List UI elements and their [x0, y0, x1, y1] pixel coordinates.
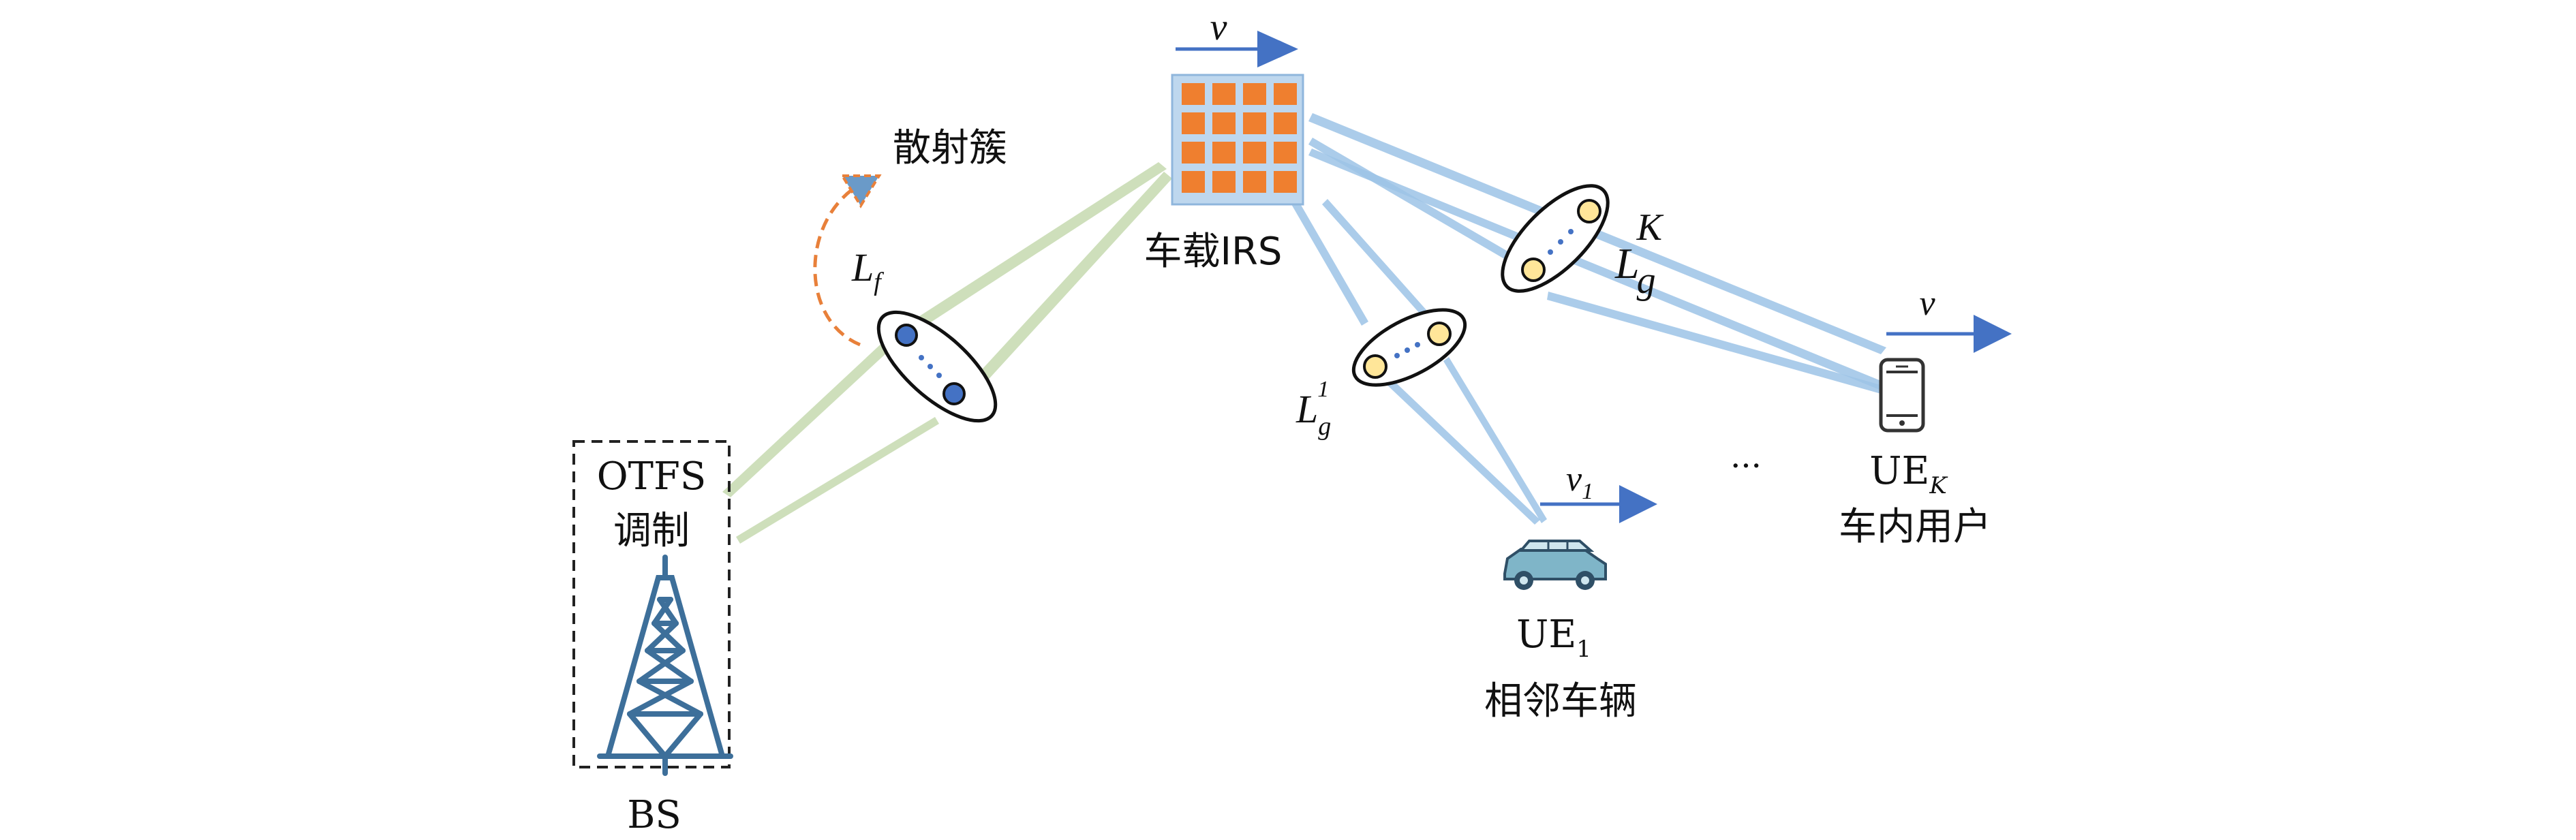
bs-module-label-line1: OTFS: [597, 454, 706, 499]
uek-description: 车内用户: [1839, 505, 1991, 549]
blue-beam-irs-uek-2: [1308, 149, 1888, 392]
green-beam-scatter-irs-upper: [913, 162, 1167, 328]
blue-beam-irs-cluster-1-a: [1291, 200, 1368, 326]
irs-velocity-arrowhead: [1257, 31, 1298, 67]
irs-label: 车载IRS: [1144, 230, 1283, 274]
car-icon: [1503, 540, 1607, 590]
lg1-label: Lg1: [1295, 377, 1331, 441]
ue1-description: 相邻车辆: [1484, 679, 1637, 724]
ue1-velocity-arrowhead: [1619, 485, 1657, 523]
irs-panel: [1171, 74, 1304, 206]
blue-beams: [1291, 113, 1888, 525]
irs-elements: [1182, 83, 1297, 193]
green-beam-bs-scatter-upper: [722, 320, 915, 497]
blue-beam-irs-cluster-1-b: [1322, 199, 1426, 315]
green-beam-scatter-irs-lower: [976, 172, 1172, 384]
green-beams: [722, 162, 1172, 544]
blue-beam-cluster-k-uek: [1547, 292, 1883, 394]
scatter-point-gk-2: [1521, 258, 1546, 282]
scatter-point-gk-1: [1577, 199, 1601, 223]
scatter-point-g1-2: [1427, 322, 1452, 346]
uek-label: UEK: [1869, 449, 1948, 499]
ue1-velocity-label: v1: [1566, 460, 1593, 504]
scatter-point-g1-1: [1363, 354, 1387, 379]
scatter-cluster-g1: [1351, 308, 1467, 387]
scatter-cluster-gk: [1501, 184, 1610, 293]
bs-module-label-line2: 调制: [613, 509, 690, 553]
scatter-dashed-arc: [813, 185, 861, 347]
uek-velocity-arrowhead: [1974, 315, 2012, 353]
ue1-label: UE1: [1516, 612, 1591, 663]
ellipsis: ···: [1730, 447, 1762, 485]
lgk-label: LgK: [1614, 206, 1664, 302]
phone-icon: [1879, 358, 1925, 433]
scatter-point-f-2: [942, 382, 966, 405]
scatter-cluster-f: [876, 310, 998, 423]
blue-beam-cluster-1-ue1-b: [1443, 357, 1547, 523]
bs-dashed-box: [572, 440, 731, 768]
bs-label: BS: [627, 793, 681, 837]
green-beam-bs-scatter-lower: [736, 417, 939, 544]
scatter-cluster-g1-ellipse: [1351, 308, 1467, 387]
scatter-point-f-1: [895, 324, 918, 347]
blue-beam-irs-cluster-k: [1308, 138, 1535, 274]
irs-velocity-label: v: [1210, 6, 1227, 48]
blue-beam-cluster-1-ue1-a: [1383, 376, 1540, 525]
uek-velocity-label: v: [1919, 284, 1935, 323]
lf-label: Lf: [851, 245, 884, 296]
scatter-triangle-icon: [840, 174, 882, 208]
tower-icon: [597, 555, 733, 776]
scatter-cluster-label: 散射簇: [893, 126, 1007, 170]
